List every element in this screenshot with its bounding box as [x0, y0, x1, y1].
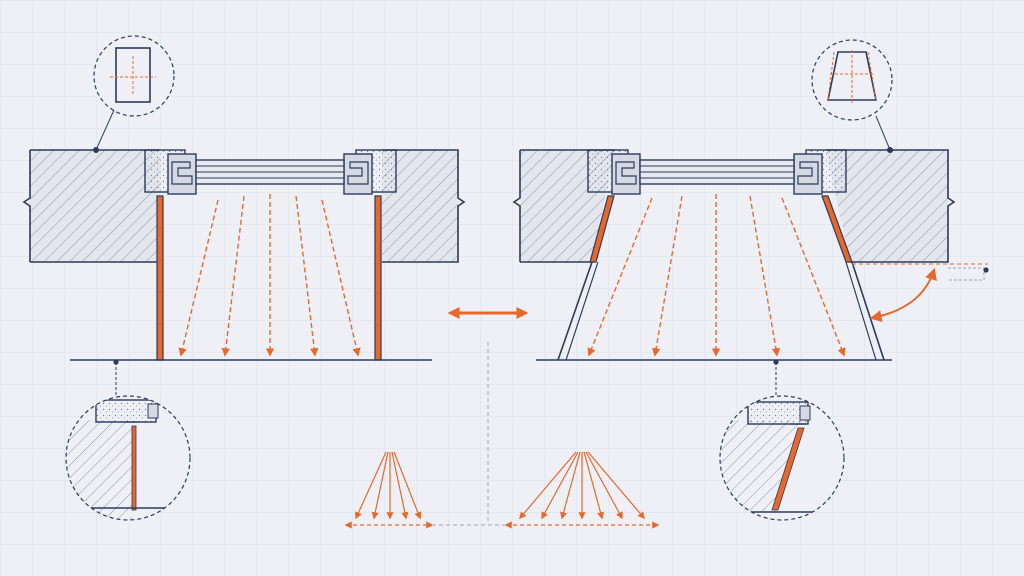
right-reveal-lining: [557, 195, 885, 361]
wide-light-spread: [504, 451, 660, 529]
left-light-rays: [178, 194, 361, 357]
left-straight-reveal: [22, 149, 466, 361]
trapezoid-detail-icon: [811, 39, 893, 153]
left-wall-left: [22, 149, 160, 263]
left-wall-right: [382, 149, 466, 263]
left-window-frame: [144, 149, 397, 195]
narrow-light-spread: [344, 451, 434, 529]
angle-dimension: [852, 263, 989, 322]
splayed-reveal-detail-icon: [719, 359, 845, 521]
right-splayed-reveal: [512, 149, 989, 361]
plan-detail-icon: [93, 35, 175, 153]
right-window-frame: [587, 149, 847, 195]
right-wall-right: [826, 149, 956, 263]
straight-reveal-detail-icon: [65, 359, 191, 521]
right-light-rays: [587, 194, 846, 357]
